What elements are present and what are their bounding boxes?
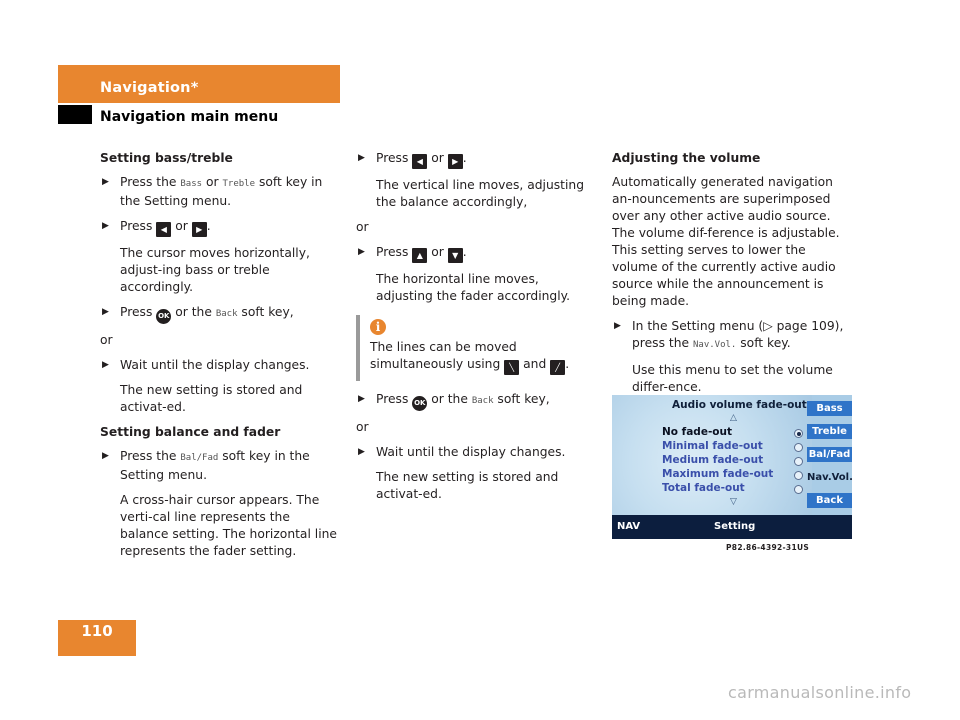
status-setting: Setting xyxy=(714,521,756,532)
option-minimal-fade-out[interactable]: Minimal fade-out xyxy=(662,440,763,452)
image-code: P82.86-4392-31US xyxy=(726,543,810,552)
softkey-treble[interactable]: Treble xyxy=(807,424,852,439)
column-1: Setting bass/treble Press the Bass or Tr… xyxy=(100,150,340,568)
left-arrow-key-icon: ◀ xyxy=(156,222,172,237)
heading-adjust-volume: Adjusting the volume xyxy=(612,151,761,165)
option-maximum-fade-out[interactable]: Maximum fade-out xyxy=(662,468,774,480)
radio-selected-icon[interactable] xyxy=(794,429,803,438)
step-press-ok-back-2: Press OK or the Back soft key, xyxy=(356,391,596,411)
softkey-bass-label: Bass xyxy=(180,179,203,189)
ok-key-icon: OK xyxy=(412,396,428,411)
step-wait-display: Wait until the display changes. xyxy=(100,357,340,374)
step-press-ok-back: Press OK or the Back soft key, xyxy=(100,304,340,324)
info-note: i The lines can be moved simultaneously … xyxy=(356,315,596,381)
page-number-box xyxy=(58,620,136,656)
text-horizontal-line: The horizontal line moves, adjusting the… xyxy=(376,272,571,303)
step-press-left-right-2: Press ◀ or ▶. xyxy=(356,150,596,169)
right-arrow-key-icon: ▶ xyxy=(447,154,463,169)
option-medium-fade-out[interactable]: Medium fade-out xyxy=(662,454,764,466)
text-setting-stored: The new setting is stored and activat-ed… xyxy=(120,383,303,414)
ok-key-icon: OK xyxy=(156,309,172,324)
scroll-up-icon: △ xyxy=(730,413,737,423)
option-no-fade-out[interactable]: No fade-out xyxy=(662,426,733,438)
info-icon: i xyxy=(370,319,386,335)
step-press-left-right: Press ◀ or ▶. xyxy=(100,218,340,237)
right-arrow-key-icon: ▶ xyxy=(191,222,207,237)
or-text: or xyxy=(356,220,369,234)
text-vertical-line: The vertical line moves, adjusting the b… xyxy=(376,178,585,209)
watermark: carmanualsonline.info xyxy=(728,683,912,702)
diagonal-up-key-icon: ╱ xyxy=(550,360,566,375)
status-bar xyxy=(612,515,852,539)
option-total-fade-out[interactable]: Total fade-out xyxy=(662,482,745,494)
heading-bass-treble: Setting bass/treble xyxy=(100,151,233,165)
softkey-balfad-label: Bal/Fad xyxy=(180,453,219,463)
heading-balance-fader: Setting balance and fader xyxy=(100,425,281,439)
step-setting-menu: In the Setting menu (▷ page 109), press … xyxy=(612,318,852,354)
text-use-menu: Use this menu to set the volume differ-e… xyxy=(632,363,833,394)
radio-icon[interactable] xyxy=(794,457,803,466)
up-arrow-key-icon: ▲ xyxy=(412,248,428,263)
status-nav: NAV xyxy=(617,521,641,532)
section-subtitle: Navigation main menu xyxy=(100,109,279,125)
column-2: Press ◀ or ▶. The vertical line moves, a… xyxy=(356,150,596,511)
section-title: Navigation* xyxy=(100,80,199,96)
left-arrow-key-icon: ◀ xyxy=(412,154,428,169)
device-screen: Audio volume fade-out △ No fade-out Mini… xyxy=(612,395,852,539)
text-volume-description: Automatically generated navigation an-no… xyxy=(612,175,840,308)
softkey-bass[interactable]: Bass xyxy=(807,401,852,416)
text-crosshair: A cross-hair cursor appears. The verti-c… xyxy=(120,493,337,558)
or-text: or xyxy=(100,333,113,347)
info-text: The lines can be moved simultaneously us… xyxy=(370,339,596,375)
softkey-navvol[interactable]: Nav.Vol. xyxy=(807,472,852,483)
step-press-balfad: Press the Bal/Fad soft key in the Settin… xyxy=(100,448,340,484)
radio-icon[interactable] xyxy=(794,485,803,494)
softkey-back[interactable]: Back xyxy=(807,493,852,508)
or-text: or xyxy=(356,420,369,434)
step-press-bass-treble: Press the Bass or Treble soft key in the… xyxy=(100,174,340,210)
page-ref-arrow-icon: ▷ xyxy=(763,319,773,333)
softkey-back-label: Back xyxy=(215,309,238,319)
header-bar xyxy=(58,65,340,103)
softkey-balfad[interactable]: Bal/Fad xyxy=(807,447,852,462)
step-wait-display-2: Wait until the display changes. xyxy=(356,444,596,461)
text-setting-stored-2: The new setting is stored and activat-ed… xyxy=(376,470,559,501)
screen-background xyxy=(612,395,812,515)
down-arrow-key-icon: ▼ xyxy=(447,248,463,263)
page-number: 110 xyxy=(81,622,113,640)
softkey-back-label: Back xyxy=(471,396,494,406)
column-3: Adjusting the volume Automatically gener… xyxy=(612,150,852,404)
step-press-up-down: Press ▲ or ▼. xyxy=(356,244,596,263)
softkey-treble-label: Treble xyxy=(222,179,256,189)
text-cursor-moves: The cursor moves horizontally, adjust-in… xyxy=(120,246,310,294)
header-marker xyxy=(58,105,92,124)
scroll-down-icon: ▽ xyxy=(730,497,737,507)
softkey-navvol-label: Nav.Vol. xyxy=(692,340,737,350)
diagonal-down-key-icon: ╲ xyxy=(504,360,520,375)
radio-icon[interactable] xyxy=(794,443,803,452)
radio-icon[interactable] xyxy=(794,471,803,480)
screen-title: Audio volume fade-out xyxy=(672,399,807,411)
